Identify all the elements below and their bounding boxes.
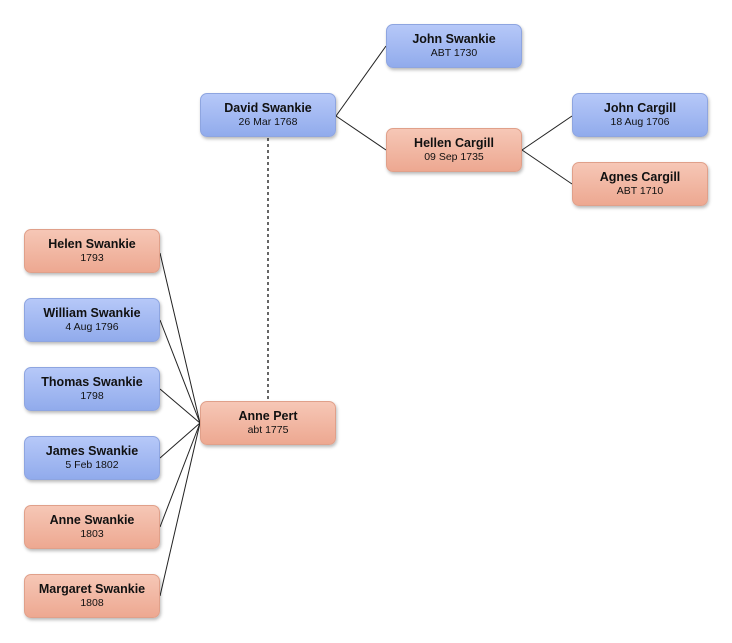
link-anne-pert-william (159, 319, 201, 424)
person-john-swankie[interactable]: John Swankie ABT 1730 (386, 24, 522, 68)
person-name: Thomas Swankie (41, 375, 143, 389)
person-name: David Swankie (224, 101, 312, 115)
person-date: 1808 (80, 597, 104, 609)
person-anne-swankie[interactable]: Anne Swankie 1803 (24, 505, 160, 549)
person-hellen-cargill[interactable]: Hellen Cargill 09 Sep 1735 (386, 128, 522, 172)
person-name: John Swankie (412, 32, 496, 46)
person-date: ABT 1710 (616, 185, 664, 197)
person-date: 1798 (80, 390, 104, 402)
link-anne-pert-james (159, 422, 201, 459)
person-name: Margaret Swankie (38, 582, 146, 596)
link-david-john-swankie (335, 45, 387, 117)
person-thomas-swankie[interactable]: Thomas Swankie 1798 (24, 367, 160, 411)
link-hellen-john-cargill (521, 115, 573, 151)
person-name: Hellen Cargill (414, 136, 494, 150)
person-name: Anne Swankie (49, 513, 135, 527)
link-anne-pert-thomas (159, 388, 201, 424)
person-name: John Cargill (603, 101, 677, 115)
person-james-swankie[interactable]: James Swankie 5 Feb 1802 (24, 436, 160, 480)
link-anne-pert-helen (159, 252, 201, 424)
person-name: William Swankie (43, 306, 141, 320)
person-anne-pert[interactable]: Anne Pert abt 1775 (200, 401, 336, 445)
person-william-swankie[interactable]: William Swankie 4 Aug 1796 (24, 298, 160, 342)
person-date: 26 Mar 1768 (238, 116, 298, 128)
person-john-cargill[interactable]: John Cargill 18 Aug 1706 (572, 93, 708, 137)
person-helen-swankie[interactable]: Helen Swankie 1793 (24, 229, 160, 273)
person-date: ABT 1730 (430, 47, 478, 59)
person-name: Agnes Cargill (599, 170, 681, 184)
link-anne-pert-anne-swankie (159, 422, 201, 528)
person-name: Anne Pert (238, 409, 298, 423)
person-name: Helen Swankie (48, 237, 136, 251)
link-david-hellen (335, 115, 387, 151)
person-agnes-cargill[interactable]: Agnes Cargill ABT 1710 (572, 162, 708, 206)
person-date: abt 1775 (247, 424, 289, 436)
person-date: 5 Feb 1802 (65, 459, 119, 471)
person-date: 4 Aug 1796 (65, 321, 119, 333)
person-name: James Swankie (45, 444, 139, 458)
person-date: 1793 (80, 252, 104, 264)
person-margaret-swankie[interactable]: Margaret Swankie 1808 (24, 574, 160, 618)
link-anne-pert-margaret (159, 422, 201, 597)
person-david-swankie[interactable]: David Swankie 26 Mar 1768 (200, 93, 336, 137)
person-date: 1803 (80, 528, 104, 540)
link-hellen-agnes (521, 149, 573, 185)
person-date: 09 Sep 1735 (424, 151, 484, 163)
person-date: 18 Aug 1706 (610, 116, 670, 128)
